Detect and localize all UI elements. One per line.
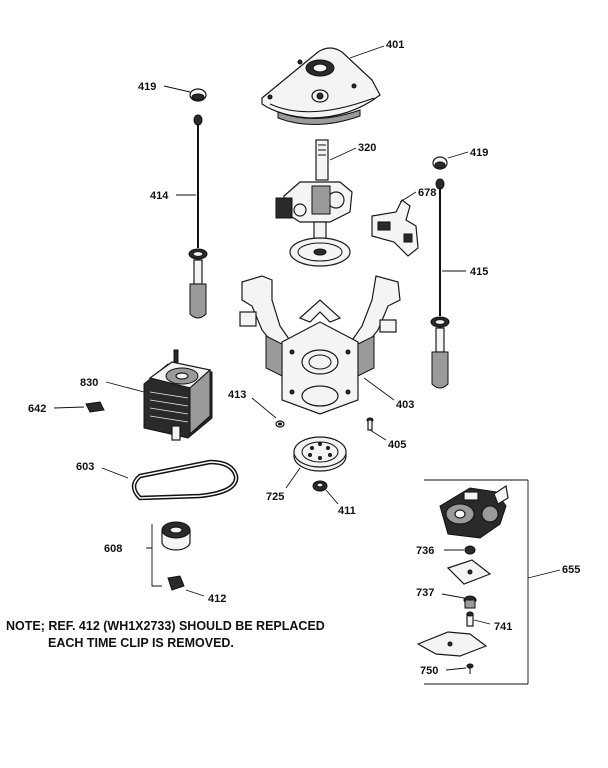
label-320: 320: [358, 142, 376, 154]
part-411-nut: [312, 480, 328, 492]
label-401: 401: [386, 39, 404, 51]
part-419-right-cap: [432, 156, 448, 170]
label-403: 403: [396, 399, 414, 411]
label-411: 411: [338, 505, 356, 517]
label-750: 750: [420, 665, 438, 677]
label-603: 603: [76, 461, 94, 473]
part-642-clip: [85, 401, 105, 413]
part-603-drive-belt: [131, 459, 239, 501]
label-419-right: 419: [470, 147, 488, 159]
label-737: 737: [416, 587, 434, 599]
part-750-screw: [466, 663, 474, 674]
part-414-suspension-rod-left: [188, 114, 208, 319]
label-412: 412: [208, 593, 226, 605]
part-741-pin: [466, 611, 474, 627]
part-737-cap: [463, 595, 477, 609]
note-line-1: NOTE; REF. 412 (WH1X2733) SHOULD BE REPL…: [6, 619, 325, 633]
label-419-left: 419: [138, 81, 156, 93]
label-830: 830: [80, 377, 98, 389]
part-401-drive-cover: [261, 47, 381, 125]
label-608: 608: [104, 543, 122, 555]
part-736-nut: [464, 545, 476, 555]
part-830-motor: [143, 349, 213, 441]
part-403-mounting-plate: [239, 275, 401, 415]
part-320-transmission: [275, 139, 353, 267]
part-725-drive-pulley: [293, 436, 347, 472]
part-413-washer: [275, 420, 285, 428]
part-419-left-cap: [189, 88, 207, 102]
part-655-pump-assembly: [439, 484, 509, 539]
part-pump-bracket-plate: [416, 631, 488, 657]
label-725: 725: [266, 491, 284, 503]
label-414: 414: [150, 190, 169, 202]
part-pump-plate: [446, 559, 492, 585]
label-413: 413: [228, 389, 246, 401]
label-741: 741: [494, 621, 512, 633]
label-405: 405: [388, 439, 406, 451]
label-415: 415: [470, 266, 488, 278]
part-405-screw: [366, 417, 374, 431]
label-678: 678: [418, 187, 436, 199]
note-line-2: EACH TIME CLIP IS REMOVED.: [48, 636, 234, 650]
part-678-bracket: [371, 199, 419, 257]
label-736: 736: [416, 545, 434, 557]
part-608-motor-pulley: [161, 521, 191, 551]
part-415-suspension-rod-right: [430, 178, 450, 389]
label-655: 655: [562, 564, 580, 576]
part-412-clip: [167, 575, 185, 591]
label-642: 642: [28, 403, 46, 415]
